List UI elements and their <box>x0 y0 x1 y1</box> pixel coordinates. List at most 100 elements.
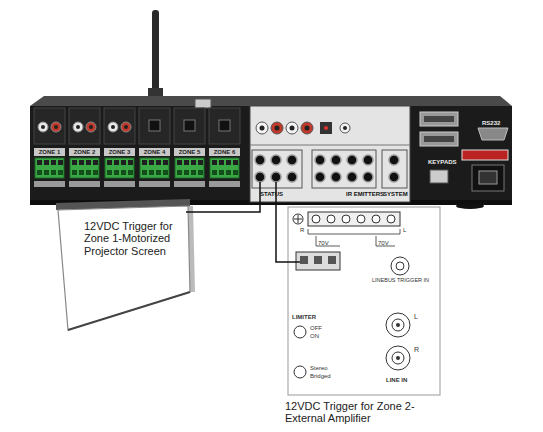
amplifier-caption: 12VDC Trigger for Zone 2-External Amplif… <box>285 400 425 425</box>
rca-jack <box>386 346 410 370</box>
hole <box>163 170 168 175</box>
strip <box>209 181 240 187</box>
screw <box>114 160 119 165</box>
voltage-select <box>462 150 508 160</box>
terminal-holes <box>37 170 238 175</box>
zone-label-band: ZONE 2 <box>69 148 100 156</box>
square-jack <box>149 120 160 131</box>
screw <box>184 160 189 165</box>
screw <box>357 215 365 223</box>
jack-label: LINEBUS TRIGGER IN <box>372 277 429 283</box>
terminal-block <box>105 158 134 178</box>
mini-jack <box>271 155 281 165</box>
screw <box>86 160 91 165</box>
screen-caption: 12VDC Trigger for Zone 1-Motorized Proje… <box>84 220 180 257</box>
switch-label: ON <box>310 333 319 340</box>
terminal-screws <box>37 160 238 165</box>
hole <box>121 170 126 175</box>
rca-pin <box>396 356 400 360</box>
screw <box>387 215 395 223</box>
section-label: IR EMITTERS <box>346 191 384 198</box>
rca-jack <box>271 122 283 134</box>
mini-jacks <box>255 155 399 182</box>
rca-jack <box>392 319 404 331</box>
hole <box>212 170 217 175</box>
ground-symbol <box>293 214 303 224</box>
mini-jack <box>363 155 373 165</box>
bracket <box>316 236 340 246</box>
terminal-label: R <box>300 227 304 234</box>
speaker-terminal-strip <box>308 212 400 226</box>
input-label: LINE IN <box>386 377 407 384</box>
screw <box>156 160 161 165</box>
jack-group <box>312 150 376 188</box>
strip <box>69 181 100 187</box>
mini-jack <box>347 155 357 165</box>
amplifier-rear-panel: STATUSIR EMITTERSSYSTEMKEYPADSRS232ZONE … <box>30 95 512 205</box>
screw <box>372 215 380 223</box>
power-inlet <box>472 165 504 191</box>
screw <box>51 160 56 165</box>
voltage-label: 70V <box>318 240 329 247</box>
screw <box>79 160 84 165</box>
screw <box>44 160 49 165</box>
screw <box>327 215 335 223</box>
mini-jack <box>315 155 325 165</box>
port-pins <box>424 136 454 142</box>
rca-pin <box>89 125 93 129</box>
mini-jack <box>255 155 265 165</box>
label-strip <box>34 181 240 187</box>
rca-pin <box>260 126 265 131</box>
zone-label-band: ZONE 3 <box>104 148 135 156</box>
rca-jack <box>301 122 313 134</box>
mini-jack <box>287 155 297 165</box>
hole <box>219 170 224 175</box>
screw <box>149 160 154 165</box>
rca-pin <box>305 126 310 131</box>
rca-jack <box>256 122 268 134</box>
zone-panel <box>209 108 240 144</box>
trigger-lead <box>288 261 300 263</box>
mini-jack <box>255 172 265 182</box>
mini-jack <box>271 172 281 182</box>
hole <box>177 170 182 175</box>
rca-pin <box>396 323 400 327</box>
rca-pin <box>111 125 115 129</box>
expansion-port <box>420 112 458 126</box>
hole <box>149 170 154 175</box>
preamp-panel <box>69 108 100 144</box>
rca-pin <box>275 126 280 131</box>
lan-port <box>195 99 211 108</box>
rca-pin <box>124 125 128 129</box>
hole <box>156 170 161 175</box>
screw <box>233 160 238 165</box>
hole <box>44 170 49 175</box>
hole <box>72 170 77 175</box>
strip-screws <box>312 215 395 223</box>
mini-jack <box>287 172 297 182</box>
screw <box>163 160 168 165</box>
zone-label: ZONE 2 <box>69 149 100 156</box>
io-panel <box>250 106 410 202</box>
screw <box>226 160 231 165</box>
hole <box>128 170 133 175</box>
ground-symbol <box>298 215 299 223</box>
rca-jack <box>86 122 96 132</box>
mini-jack <box>389 172 399 182</box>
screw <box>212 160 217 165</box>
optical-dot <box>324 126 328 130</box>
rca-pin <box>290 126 295 131</box>
expansion-port <box>420 132 458 146</box>
zone-label: ZONE 6 <box>209 149 240 156</box>
hole <box>191 170 196 175</box>
hole <box>86 170 91 175</box>
port-label: KEYPADS <box>428 159 457 166</box>
channel-label: R <box>414 346 419 354</box>
screw <box>37 160 42 165</box>
strip <box>34 181 65 187</box>
mini-jack <box>347 172 357 182</box>
limiter-switch <box>294 326 306 338</box>
zone-label: ZONE 4 <box>139 149 170 156</box>
bracket <box>376 236 395 246</box>
zone-label-band: ZONE 6 <box>209 148 240 156</box>
